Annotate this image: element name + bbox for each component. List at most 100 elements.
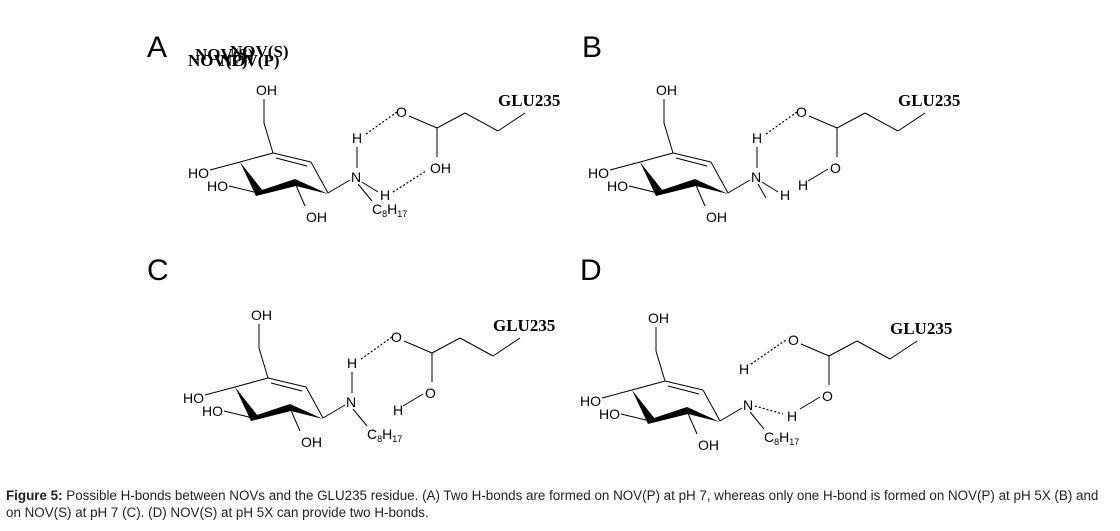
chain-bond	[431, 337, 461, 354]
hydroxyl-oxygen-label: O	[830, 160, 841, 176]
ring-bond	[234, 377, 269, 388]
oh-bond	[686, 410, 698, 435]
nh-hydrogen-label: H	[380, 187, 390, 203]
ring-bond	[305, 386, 324, 419]
nitrogen-label: N	[743, 397, 753, 413]
ring-double-bond	[664, 380, 704, 391]
nh-hydrogen-label: H	[780, 187, 790, 203]
ring-double-bond	[272, 152, 312, 163]
molecule-label: NOV(P)	[220, 51, 279, 70]
formula-part: 8	[774, 437, 779, 447]
co-bond	[800, 343, 830, 357]
o-h-bond	[799, 396, 821, 410]
ho-label: HO	[183, 390, 204, 406]
ring-double-bond	[672, 152, 712, 163]
ring-bond	[310, 161, 329, 194]
formula-part: H	[387, 201, 397, 217]
chain-bond	[897, 112, 926, 132]
carbonyl-oxygen-label: O	[396, 104, 407, 120]
chain-bond	[459, 337, 494, 357]
chain-bond	[436, 112, 466, 129]
n-methyl-bond	[757, 183, 767, 199]
molecule-label: NOV(P)	[188, 51, 247, 70]
ho-label: HO	[207, 178, 228, 194]
bold-bond	[656, 179, 696, 196]
oh-bond	[209, 161, 241, 171]
o-h-bond	[807, 168, 829, 182]
hydrogen-bond-dashed	[360, 336, 393, 360]
formula-part: 8	[382, 209, 387, 219]
acid-hydrogen-label: H	[787, 408, 797, 424]
oh-label: OH	[306, 209, 327, 225]
ring-double-bond-inner	[667, 385, 700, 395]
ch2-bond	[655, 350, 666, 382]
c-n-bond	[327, 179, 351, 194]
formula-part: 17	[392, 434, 402, 444]
molecule-label: NOV(S)	[195, 45, 254, 64]
n-alkyl-bond	[357, 183, 373, 202]
chain-bond	[836, 112, 866, 129]
hydroxymethyl-oh-label: OH	[656, 82, 677, 98]
chain-bond	[492, 337, 521, 357]
caption-text: Possible H-bonds between NOVs and the GL…	[6, 488, 1099, 520]
chain-bond	[889, 340, 918, 360]
residue-label: GLU235	[493, 316, 555, 335]
hydrogen-bond-dashed	[392, 170, 427, 193]
ring-double-bond-inner	[275, 157, 308, 167]
ring-bond	[702, 389, 721, 422]
bold-bond	[295, 179, 328, 194]
panel-letter: D	[580, 254, 602, 287]
formula-part: 17	[397, 209, 407, 219]
ch2-bond	[258, 347, 269, 379]
wedge-bond	[235, 387, 258, 421]
formula-part: 8	[377, 434, 382, 444]
hydroxyl-oxygen-label: O	[425, 385, 436, 401]
n-h-bond	[761, 181, 779, 193]
oh-bond	[204, 386, 236, 396]
ho-label: HO	[588, 165, 609, 181]
ring-bond	[631, 380, 666, 391]
n-alkyl-bond	[749, 411, 765, 430]
oh-bond	[223, 410, 254, 419]
acid-hydrogen-label: H	[393, 402, 403, 418]
hydroxyl-oxygen-label: O	[822, 388, 833, 404]
o-h-bond	[402, 393, 424, 407]
c-n-bond	[727, 179, 751, 194]
residue-label: GLU235	[890, 319, 952, 338]
ring-double-bond	[267, 377, 307, 388]
alkyl-chain-label: C8H17	[372, 201, 407, 219]
oh-bond	[628, 185, 659, 194]
carbonyl-oxygen-label: O	[788, 332, 799, 348]
chain-bond	[464, 112, 499, 132]
n-h-bond	[361, 181, 379, 193]
n-alkyl-bond	[352, 408, 368, 427]
carbonyl-oxygen-label: O	[391, 329, 402, 345]
bold-bond	[648, 407, 688, 424]
residue-label: GLU235	[498, 91, 560, 110]
ho-label: HO	[607, 178, 628, 194]
bold-bond	[695, 179, 728, 194]
alkyl-chain-label: C8H17	[367, 426, 402, 444]
c-n-bond	[719, 407, 743, 422]
oh-bond	[601, 389, 633, 399]
bold-bond	[256, 179, 296, 196]
co-bond	[808, 115, 838, 129]
hydroxymethyl-oh-label: OH	[648, 310, 669, 326]
hydroxymethyl-oh-label: OH	[256, 82, 277, 98]
co-bond	[403, 340, 433, 354]
chain-bond	[497, 112, 526, 132]
formula-part: C	[367, 426, 377, 442]
carbonyl-oxygen-label: O	[796, 104, 807, 120]
oh-bond	[694, 182, 706, 207]
formula-part: C	[764, 429, 774, 445]
nh-hydrogen-label: H	[347, 355, 357, 371]
ho-label: HO	[202, 403, 223, 419]
ch2-bond	[263, 122, 274, 154]
oh-label: OH	[301, 434, 322, 450]
hydrogen-bond-dashed	[750, 339, 787, 365]
formula-part: 17	[789, 437, 799, 447]
nitrogen-label: N	[751, 169, 761, 185]
